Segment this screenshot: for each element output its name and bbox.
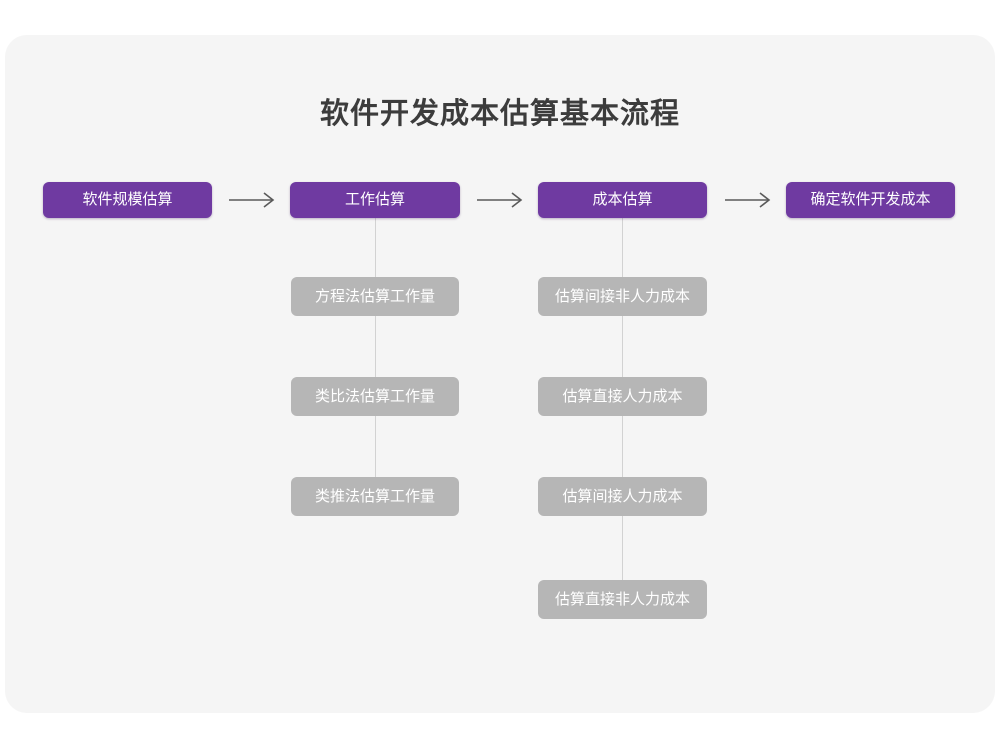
arrow-2-icon bbox=[476, 190, 526, 210]
node-effort-estimation[interactable]: 工作估算 bbox=[290, 182, 460, 218]
node-software-scale-estimation[interactable]: 软件规模估算 bbox=[43, 182, 212, 218]
node-analogy-method-effort[interactable]: 类比法估算工作量 bbox=[291, 377, 459, 416]
node-equation-method-effort[interactable]: 方程法估算工作量 bbox=[291, 277, 459, 316]
connector-effort-branch bbox=[375, 218, 376, 516]
node-determine-development-cost[interactable]: 确定软件开发成本 bbox=[786, 182, 955, 218]
node-inference-method-effort[interactable]: 类推法估算工作量 bbox=[291, 477, 459, 516]
node-indirect-labor-cost[interactable]: 估算间接人力成本 bbox=[538, 477, 707, 516]
node-cost-estimation[interactable]: 成本估算 bbox=[538, 182, 707, 218]
connector-cost-branch bbox=[622, 218, 623, 619]
content-card bbox=[5, 35, 995, 713]
arrow-3-icon bbox=[724, 190, 774, 210]
page-title: 软件开发成本估算基本流程 bbox=[319, 98, 680, 130]
arrow-1-icon bbox=[228, 190, 278, 210]
node-direct-labor-cost[interactable]: 估算直接人力成本 bbox=[538, 377, 707, 416]
node-direct-nonlabor-cost[interactable]: 估算直接非人力成本 bbox=[538, 580, 707, 619]
node-indirect-nonlabor-cost[interactable]: 估算间接非人力成本 bbox=[538, 277, 707, 316]
